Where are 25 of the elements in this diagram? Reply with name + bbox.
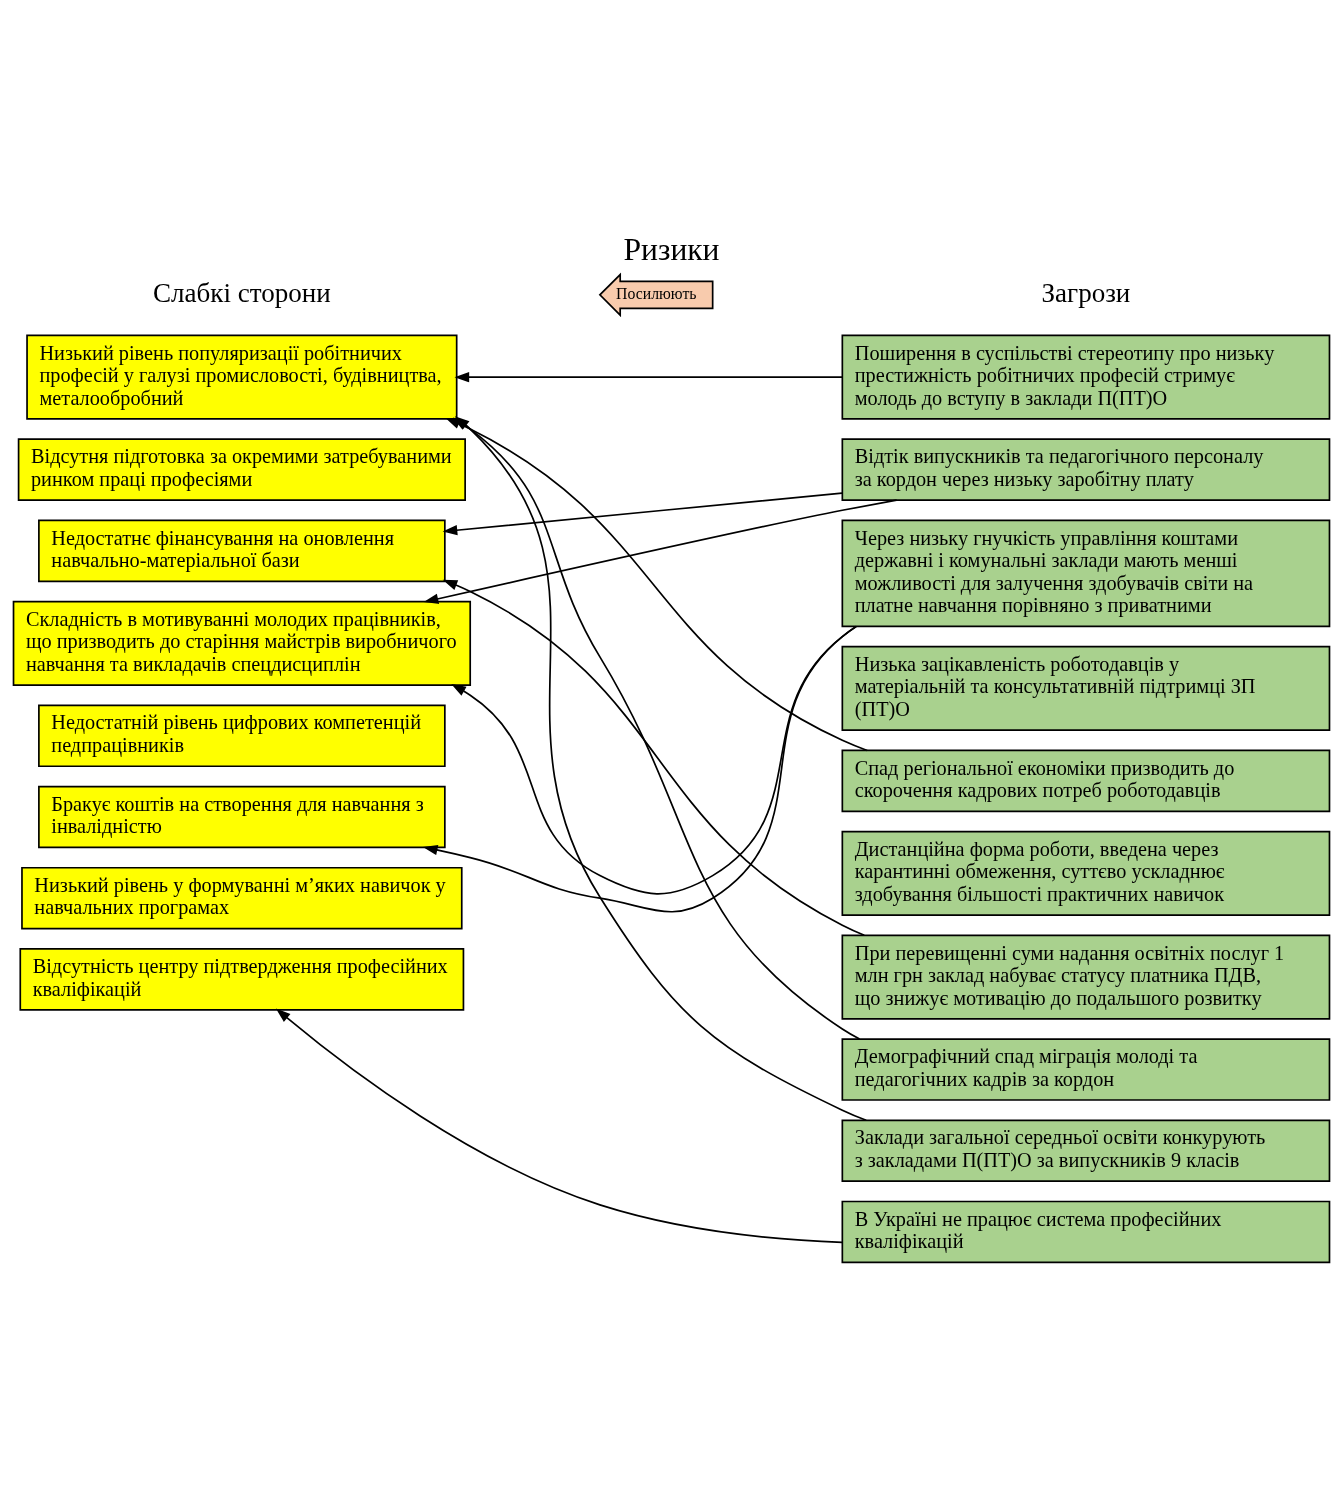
label: Слабкі сторони: [152, 277, 331, 308]
arrow: [442, 492, 843, 536]
arrow: [454, 372, 843, 383]
node-box: Недостатнє фінансування на оновлення навчально-матеріальної бази: [37, 519, 446, 583]
node-box: Низька зацікавленість роботодавців у матеріальній та консультативній підтримці ЗП (ПТ)О: [841, 645, 1330, 731]
node-box: Поширення в суспільстві стереотипу про низьку престижність робітничих професій стримує молодь до вступу в заклади П(ПТ)О: [841, 334, 1330, 420]
node-box: Відсутня підготовка за окремими затребуваними ринком праці професіями: [17, 438, 466, 501]
arrow: [275, 1008, 843, 1244]
node-box: В Україні не працює система професійних кваліфікацій: [841, 1200, 1330, 1264]
node-box: Заклади загальної середньої освіти конкурують з закладами П(ПТ)О за випускників 9 класів: [841, 1119, 1330, 1183]
label: Загрози: [1040, 277, 1130, 308]
node-box: Низький рівень популяризації робітничих професій у галузі промисловості, будівництва, металообробний: [25, 334, 458, 420]
node-box: Дистанційна форма роботи, введена через карантинні обмеження, суттєво ускладнює здобування більшості практичних навичок: [841, 830, 1330, 916]
node-box: Відсутність центру підтвердження професійних кваліфікацій: [18, 948, 464, 1011]
node-box: Складність в мотивуванні молодих працівників, що призводить до старіння майстрів виробничого навчання та викладачів спецдисциплін: [12, 600, 471, 686]
node-box: Недостатній рівень цифрових компетенцій педпрацівників: [37, 704, 446, 768]
node-box: Демографічний спад міграція молоді та педагогічних кадрів за кордон: [841, 1038, 1330, 1101]
node-box: При перевищенні суми надання освітніх послуг 1 млн грн заклад набуває статусу платника ПДВ, що знижує мотивацію до подальшого розвитку: [841, 934, 1330, 1020]
node-box: Бракує коштів на створення для навчання з інвалідністю: [37, 785, 446, 849]
node-box: Спад регіональної економіки призводить до скорочення кадрових потреб роботодавців: [841, 749, 1330, 813]
node-box: Низький рівень у формуванні м’яких навичок у навчальних програмах: [20, 866, 463, 930]
arrow: [442, 579, 865, 937]
node-box: Через низьку гнучкість управління коштами державні і комунальні заклади мають менші можливості для залучення здобувачів світи на платне навчання порівняно з приватними: [841, 519, 1330, 628]
diagram-title: Ризики: [622, 232, 720, 268]
node-box: Відтік випускників та педагогічного персоналу за кордон через низьку заробітну плату: [841, 438, 1330, 501]
